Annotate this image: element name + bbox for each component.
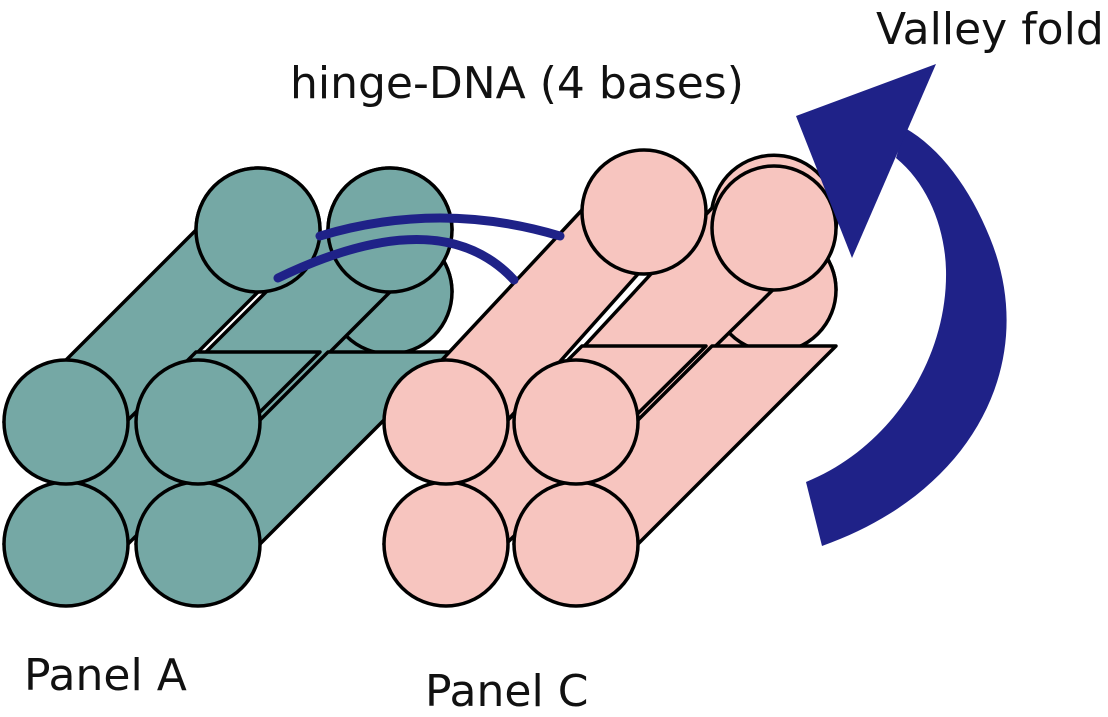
panel-c-helix-top-left — [382, 148, 708, 424]
panel-c-end-cap-bottom-left — [382, 480, 510, 608]
panel-c-end-cap-top-left — [382, 358, 510, 486]
panel-a-end-cap-bottom-right — [134, 480, 262, 608]
panel-a-end-cap-top-left — [2, 358, 130, 486]
hinge-dna-strands — [273, 213, 565, 285]
panel-a-bundle — [2, 166, 454, 608]
fold-arrow-body — [806, 128, 1007, 546]
fold-arrow-head — [796, 64, 936, 258]
panel-a-helix-top-left — [2, 166, 322, 424]
panel-a-end-cap-top-right — [134, 358, 262, 486]
valley-fold-label: Valley fold — [876, 4, 1104, 55]
panel-c-end-cap-bottom-right — [512, 480, 640, 608]
valley-fold-arrow — [796, 64, 1007, 546]
hinge-strand-upper — [315, 213, 565, 241]
hinge-strand-lower — [273, 235, 519, 285]
panel-c-end-cap-top-right — [512, 358, 640, 486]
panel-a-label: Panel A — [24, 650, 187, 701]
panel-a-end-cap-bottom-left — [2, 480, 130, 608]
hinge-dna-label: hinge-DNA (4 bases) — [290, 58, 744, 109]
panel-c-label: Panel C — [425, 666, 589, 717]
